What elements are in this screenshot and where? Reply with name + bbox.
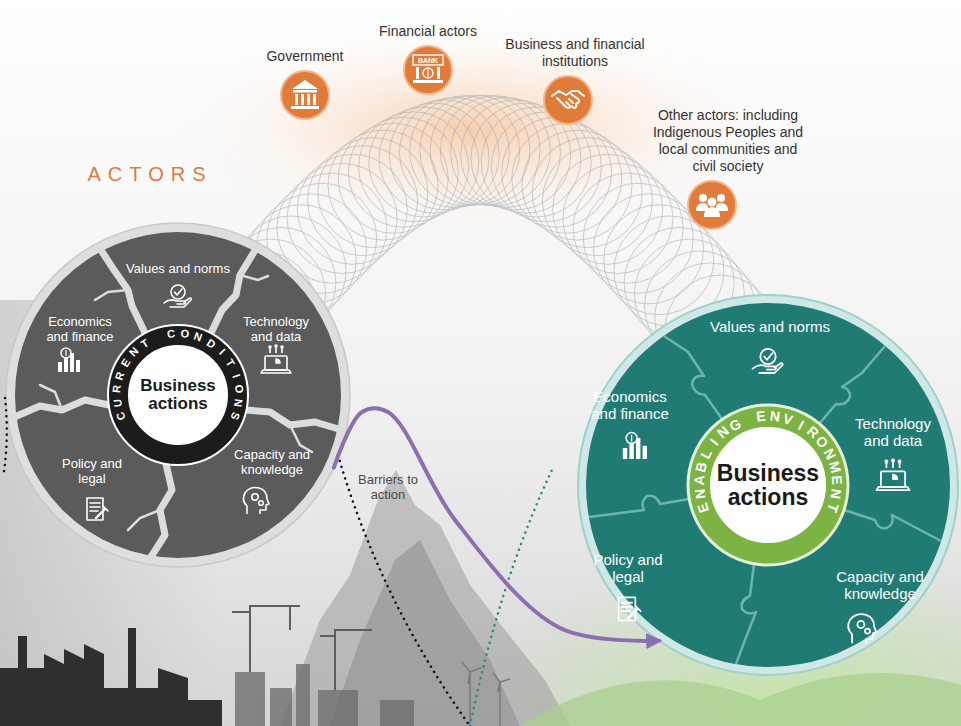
- ring-letter: I: [230, 372, 241, 378]
- node-label: Economics and finance: [583, 388, 678, 423]
- dotted-paths: [4, 398, 552, 726]
- ring-letter: I: [796, 417, 806, 431]
- ring-letter: O: [180, 328, 190, 340]
- business-actions-circle: Business actions: [126, 343, 230, 447]
- node-label: Economics and finance: [38, 315, 122, 345]
- actor-label: Business and financial institutions: [503, 36, 648, 70]
- mesh-ring: [594, 194, 704, 304]
- wheel-segment: Policy and legal: [57, 457, 127, 487]
- mesh-ring: [553, 154, 663, 264]
- node-label: Capacity and knowledge: [825, 568, 935, 603]
- ring-letter: A: [692, 475, 707, 486]
- ring-letter: I: [707, 436, 720, 448]
- wheel-segment: Technology and data: [843, 415, 943, 450]
- ring-letter: E: [119, 357, 132, 369]
- wheel-segment: Capacity and knowledge: [222, 448, 322, 478]
- ring-letter: N: [193, 331, 204, 344]
- ring-letter: N: [769, 409, 780, 424]
- wheel-segment: Policy and legal: [588, 551, 668, 586]
- actor-label: Financial actors: [363, 23, 493, 40]
- wheel-segment: Capacity and knowledge: [825, 568, 935, 603]
- wheel-segment: Values and norms: [700, 318, 840, 335]
- ring-letter: E: [830, 475, 845, 485]
- ring-letter: T: [224, 357, 237, 368]
- ring-letter: T: [825, 501, 841, 514]
- wheel-segment: Economics and finance: [583, 388, 678, 423]
- mesh-ring: [573, 173, 683, 283]
- mesh-ring: [318, 138, 428, 248]
- ring-letter: U: [112, 398, 124, 407]
- wheel-segment: Technology and data: [234, 315, 318, 345]
- mesh-ring: [583, 183, 693, 293]
- wheel-segment: Economics and finance: [38, 315, 122, 345]
- node-label: Technology and data: [843, 415, 943, 450]
- ring-letter: N: [829, 488, 844, 500]
- enabling-environment-wheel: [578, 295, 958, 675]
- ring-letter: B: [693, 460, 709, 473]
- ring-letter: L: [698, 447, 714, 461]
- ring-letter: N: [128, 346, 141, 359]
- mesh-ring: [308, 146, 418, 256]
- current-conditions-wheel: [6, 223, 350, 567]
- ring-letter: I: [217, 347, 227, 357]
- ring-letter: M: [826, 459, 843, 474]
- mesh-ring: [389, 100, 499, 210]
- ring-letter: V: [782, 411, 795, 427]
- node-label: Values and norms: [700, 318, 840, 335]
- actor-node: Government: [245, 48, 365, 119]
- actor-node: Other actors: including Indigenous Peopl…: [646, 107, 811, 229]
- ring-letter: O: [233, 384, 245, 394]
- mesh-ring: [287, 163, 397, 273]
- ring-letter: N: [692, 488, 707, 500]
- ring-letter: C: [167, 328, 176, 340]
- actor-node: Business and financial institutions: [503, 36, 648, 124]
- icon-word: BANK: [418, 57, 438, 65]
- node-label: Technology and data: [234, 315, 318, 345]
- wheel-segment: Values and norms: [123, 262, 233, 277]
- actor-label: Government: [245, 48, 365, 65]
- node-label: Business actions: [131, 377, 225, 413]
- condition-wheel: ENABLING ENVIRONMENTBusiness actionsValu…: [578, 295, 958, 675]
- mesh-ring: [522, 130, 632, 240]
- group-title: ACTORS: [88, 163, 213, 186]
- flow-arrow: [334, 408, 659, 641]
- business-actions-circle: Business actions: [708, 425, 828, 545]
- ring-letter: D: [204, 337, 217, 351]
- mesh-ring: [430, 95, 540, 205]
- barrier-label: Barriers to action: [352, 473, 424, 503]
- mesh-ring: [563, 163, 673, 273]
- ring-letter: C: [114, 411, 127, 422]
- ring-letter: T: [139, 337, 151, 350]
- ring-letter: E: [756, 409, 767, 424]
- ring-letter: R: [111, 385, 123, 394]
- node-label: Capacity and knowledge: [222, 448, 322, 478]
- condition-wheel: CURRENT CONDITIONSBusiness actionsValues…: [6, 223, 350, 567]
- ring-letter: N: [821, 446, 838, 461]
- ring-letter: [154, 332, 161, 343]
- ring-letter: [744, 412, 752, 427]
- ring-letter: E: [695, 501, 711, 514]
- mesh-ring: [532, 138, 642, 248]
- mesh-ring: [491, 112, 601, 222]
- actor-label: Other actors: including Indigenous Peopl…: [646, 107, 811, 175]
- ring-letter: N: [232, 398, 244, 407]
- node-label: Values and norms: [123, 262, 233, 277]
- ring-letter: R: [114, 370, 127, 381]
- node-label: Policy and legal: [57, 457, 127, 487]
- node-label: Business actions: [713, 461, 823, 509]
- ring-letter: S: [229, 411, 242, 422]
- node-label: Policy and legal: [588, 551, 668, 586]
